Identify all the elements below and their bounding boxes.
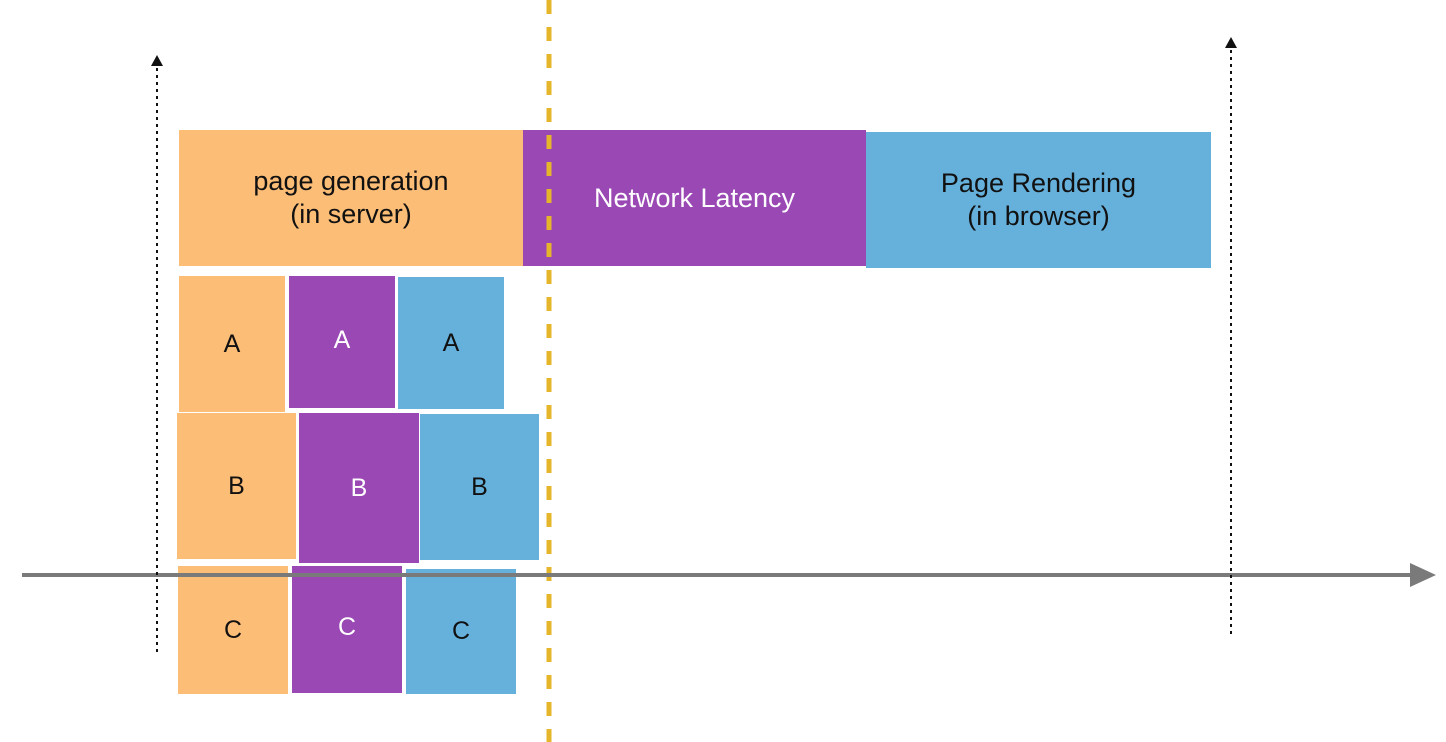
row-a-blue-label: A [442,328,460,357]
page-generation-line2: (in server) [290,199,412,229]
row-b-orange-block: B [177,413,296,559]
row-c-orange-label: C [223,615,243,644]
page-generation-line1: page generation [253,166,449,196]
page-rendering-block: Page Rendering (in browser) [866,132,1211,268]
network-latency-label: Network Latency [593,182,796,213]
row-c-orange-block: C [178,566,288,694]
row-c-purple-label: C [337,613,357,641]
row-b-orange-label: B [228,471,245,500]
page-rendering-line2: (in browser) [967,201,1110,231]
row-a-orange-block: A [179,276,285,412]
page-generation-block: page generation (in server) [179,130,523,266]
network-latency-block: Network Latency [523,130,866,266]
row-a-purple-label: A [333,325,351,354]
row-b-purple-block: B [299,413,419,563]
row-c-purple-block: C [292,566,402,693]
row-a-orange-label: A [223,329,241,358]
time-axis-arrowhead [1410,563,1436,587]
row-a-purple-block: A [289,276,395,408]
row-c-blue-label: C [451,617,471,645]
row-a-blue-block: A [398,277,504,409]
row-b-blue-block: B [420,414,539,560]
row-b-purple-label: B [350,473,368,502]
row-c-blue-block: C [406,569,516,694]
row-b-blue-label: B [471,472,488,501]
end-marker-arrowhead [1225,37,1237,48]
page-rendering-line1: Page Rendering [940,168,1137,198]
start-marker-arrowhead [151,55,163,66]
